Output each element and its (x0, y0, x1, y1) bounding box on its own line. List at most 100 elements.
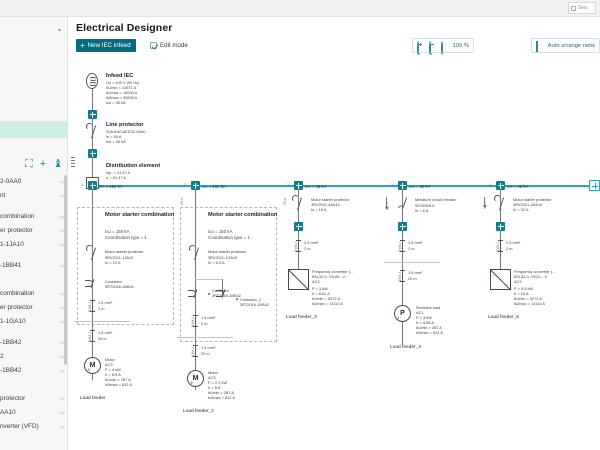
f3-motor-starter-protector-symbol[interactable] (292, 195, 304, 211)
f4-protector-title: Miniature circuit breaker (415, 197, 457, 202)
left-panel-scrollbar[interactable] (64, 175, 67, 365)
zoom-toolbar[interactable]: 100 % (411, 38, 474, 55)
tap-node-2[interactable] (191, 181, 200, 190)
f2-contactor-2-symbol[interactable] (216, 289, 230, 298)
f2-cable-1[interactable] (193, 315, 198, 327)
f1-cable-1[interactable] (90, 300, 95, 312)
frequency-converter-symbol[interactable]: ~~ (288, 269, 310, 291)
f2-cable-2-size: 1.5 mm² (201, 345, 216, 350)
left-panel-selected-row[interactable] (0, 121, 67, 138)
canvas-drag-handle[interactable] (71, 155, 75, 177)
f4-cable-2[interactable] (400, 270, 405, 282)
motor-starter-combination-group-2[interactable] (180, 207, 277, 342)
auto-arrange-button[interactable]: Auto arrange netw (530, 38, 600, 53)
f5-motor-starter-protector-symbol[interactable] (494, 195, 506, 211)
f4-cable-1[interactable] (400, 240, 405, 252)
tree-row[interactable]: combination (0, 210, 67, 224)
tap-node-5[interactable] (496, 181, 505, 190)
tap-node-1[interactable] (88, 181, 97, 190)
tree-row[interactable]: AA10 (0, 406, 67, 420)
zoom-out-icon[interactable] (428, 40, 437, 55)
f4-load-title: Resistive load (416, 305, 441, 310)
tree-row[interactable]: 1-1GA10 (0, 315, 67, 329)
new-iec-infeed-button[interactable]: + New IEC infeed (76, 39, 136, 52)
tree-row[interactable]: 1-1JA10 (0, 238, 67, 252)
f3-protector-l1: 3RV2011-4AA10 (311, 202, 340, 207)
f2-load-l5: Ik3max = 812 A (208, 395, 235, 400)
f4-cable-1-len: 2 m (408, 246, 415, 251)
tree-row[interactable]: nt (0, 189, 67, 203)
f4-node[interactable] (398, 222, 407, 231)
chevron-right-icon[interactable] (59, 367, 65, 373)
infeed-l2: Ik1min = 13571 A (106, 85, 137, 90)
f1-motor-starter-protector-symbol[interactable] (86, 245, 98, 261)
edit-mode-checkbox[interactable] (150, 42, 157, 49)
f3-load-title: Frequency converter (... (312, 269, 354, 274)
motor-starter-combination-group[interactable] (77, 207, 174, 325)
f2-contactor-symbol[interactable] (188, 289, 202, 298)
tree-row[interactable]: er protector (0, 224, 67, 238)
tree-row[interactable]: er protector (0, 301, 67, 315)
f1-cable-2[interactable] (90, 330, 95, 342)
f5-node[interactable] (496, 222, 505, 231)
f2-branch-bar (195, 279, 223, 280)
tap-node-3[interactable] (294, 181, 303, 190)
f2-motor-starter-protector-symbol[interactable] (189, 245, 201, 261)
f3-node[interactable] (294, 222, 303, 231)
f1-contactor-symbol[interactable] (85, 279, 99, 288)
frequency-converter-symbol-2[interactable]: ~~ (490, 269, 512, 291)
pin-icon[interactable]: ▪ (58, 27, 61, 34)
busbar[interactable] (96, 185, 596, 187)
plus-icon: + (80, 40, 85, 50)
f4-load-l4: Ik1min = 287 A (416, 325, 442, 330)
miniature-circuit-breaker-symbol[interactable] (397, 197, 409, 211)
add-icon[interactable]: + (39, 157, 47, 170)
edit-mode-toggle[interactable]: Edit mode (150, 39, 188, 52)
collapse-all-icon[interactable]: ♝ (53, 157, 63, 170)
global-search-box[interactable]: Sea (568, 2, 596, 14)
tap-node-4[interactable] (398, 181, 407, 190)
f1-cable-1-len: 2 m (98, 306, 105, 311)
new-folder-icon[interactable]: ⛶ (24, 157, 33, 170)
chevron-right-icon[interactable] (59, 395, 65, 401)
tree-row[interactable]: -1BB41 (0, 259, 67, 273)
f4-divider (384, 262, 440, 263)
line-protector-l1: 3VA1040-6ED32-0AA0 (106, 129, 146, 134)
chevron-right-icon[interactable] (59, 423, 65, 429)
f5-length-arrow (482, 197, 487, 208)
tree-row[interactable]: -1BB42 (0, 336, 67, 350)
tree-row[interactable]: -1BB42 (0, 364, 67, 378)
tree-row[interactable]: 2 (0, 350, 67, 364)
infeed-node-2[interactable] (88, 149, 97, 158)
diagram-canvas[interactable]: Infeed IEC Un = 400 V (50 Hz) Ik1min = 1… (68, 57, 600, 450)
f3-cable-1[interactable] (296, 240, 301, 252)
f1-cable-2-size: 1.5 mm² (98, 330, 113, 335)
tree-row[interactable]: 2-0AA0 (0, 175, 67, 189)
circuit-breaker-symbol[interactable] (86, 123, 98, 139)
distribution-title: Distribution element (106, 163, 161, 169)
infeed-transformer-symbol[interactable] (86, 73, 98, 89)
f4-length-arrow (384, 197, 389, 210)
add-node-icon[interactable] (589, 180, 600, 191)
tree-row[interactable]: protector (0, 392, 67, 406)
global-search-input[interactable]: Sea (578, 5, 587, 11)
tree-row[interactable]: combination (0, 287, 67, 301)
f1-protector-l2: In = 10 A (105, 260, 121, 265)
tree-spacer (0, 378, 67, 385)
f2-cable-2[interactable] (193, 345, 198, 357)
f1-group-l1: Icu = 150 kA (105, 229, 130, 234)
tree-row[interactable]: nverter (VFD) (0, 420, 67, 434)
left-panel-toolbar[interactable]: ⛶ + ♝ (0, 154, 67, 174)
tap-index-1: 1 (81, 183, 83, 187)
infeed-node-1[interactable] (88, 110, 97, 119)
f1-contactor-title: Contactor (105, 279, 122, 284)
reset-zoom-icon[interactable] (440, 40, 449, 55)
chevron-right-icon[interactable] (59, 409, 65, 415)
zoom-in-icon[interactable] (416, 40, 425, 55)
f5-cable-1[interactable] (498, 240, 503, 252)
